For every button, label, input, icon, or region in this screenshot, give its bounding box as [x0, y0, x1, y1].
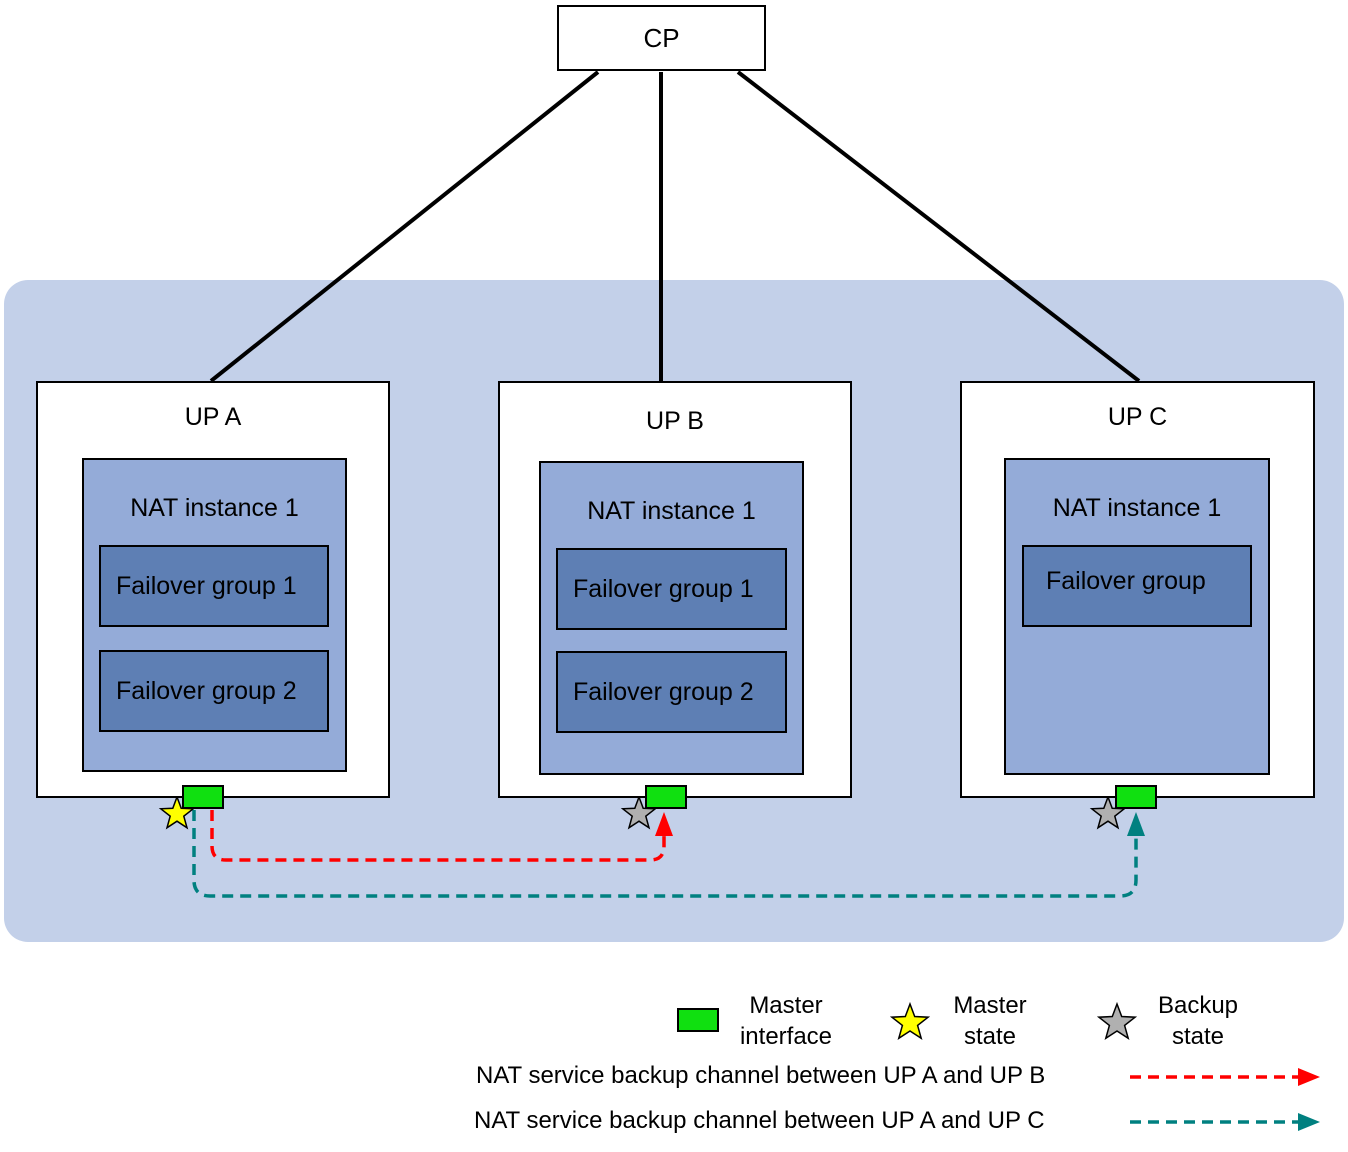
up-a-title: UP A: [184, 403, 242, 431]
up-b-failover-group-1: Failover group 1: [556, 548, 787, 630]
failover-group-label: Failover group: [1046, 567, 1206, 595]
cp-label: CP: [643, 22, 680, 53]
legend-master-interface-label: Master interface: [739, 992, 833, 1050]
channel-ab-arrowhead: [655, 812, 673, 836]
up-c-interface: [1115, 785, 1157, 809]
up-b-interface: [645, 785, 687, 809]
cp-node: CP: [557, 5, 766, 71]
up-c-failover-group: Failover group: [1022, 545, 1252, 627]
channel-ab-line: [210, 810, 666, 862]
channel-ac-line: [192, 810, 1138, 898]
legend-channel-ab-label: NAT service backup channel between UP A …: [476, 1062, 1046, 1089]
legend-backup-state-label: Backup state: [1157, 992, 1239, 1050]
legend-channel-ac-label: NAT service backup channel between UP A …: [474, 1107, 1045, 1134]
link-cp-up-c: [736, 70, 1141, 383]
legend-backup-state-star-icon: [1096, 1001, 1138, 1041]
failover-group-label: Failover group 2: [573, 677, 754, 706]
up-a-failover-group-1: Failover group 1: [99, 545, 329, 627]
up-a-nat-title: NAT instance 1: [130, 494, 299, 522]
legend-master-interface-swatch: [677, 1008, 719, 1032]
failover-group-label: Failover group 1: [116, 571, 297, 600]
legend-master-state-star-icon: [889, 1001, 931, 1041]
up-b-failover-group-2: Failover group 2: [556, 651, 787, 733]
up-b-nat-title: NAT instance 1: [587, 497, 756, 525]
up-a-failover-group-2: Failover group 2: [99, 650, 329, 732]
up-b-title: UP B: [646, 407, 704, 435]
up-c-nat-title: NAT instance 1: [1052, 494, 1222, 522]
legend-channel-ab-arrowhead: [1298, 1068, 1320, 1086]
link-cp-up-a: [209, 70, 600, 383]
channel-ac-arrowhead: [1127, 812, 1145, 836]
up-a-master-interface: [182, 785, 224, 809]
legend-master-state-label: Master state: [953, 992, 1027, 1050]
legend-channel-ac-arrowhead: [1298, 1113, 1320, 1131]
failover-group-label: Failover group 2: [116, 676, 297, 705]
up-c-title: UP C: [1107, 403, 1168, 431]
failover-group-label: Failover group 1: [573, 574, 754, 603]
